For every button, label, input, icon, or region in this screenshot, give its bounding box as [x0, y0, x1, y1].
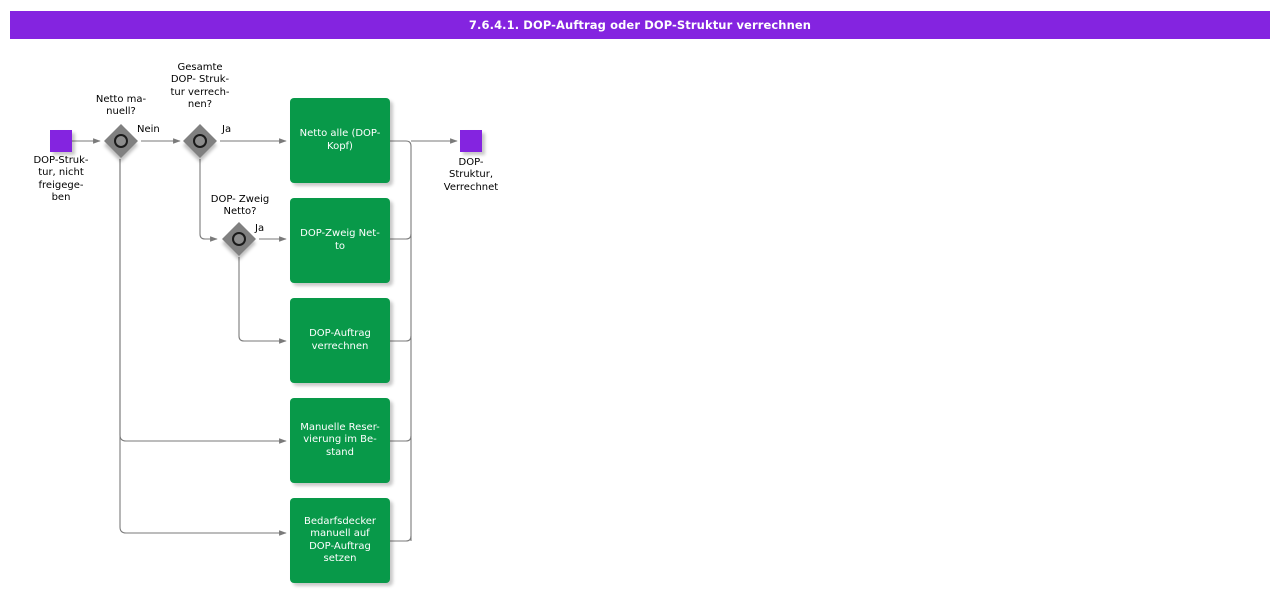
end-terminator[interactable]: [460, 130, 482, 152]
page-title: 7.6.4.1. DOP-Auftrag oder DOP-Struktur v…: [468, 18, 812, 32]
decision-dop-zweig-netto[interactable]: [222, 222, 256, 256]
decision-ring-icon: [114, 134, 128, 148]
decision-gesamte-dop-struktur[interactable]: [183, 124, 217, 158]
edge-zweig-nein-to-auftrag: [238, 257, 287, 344]
start-terminator-label: DOP-Struk- tur, nicht freigege- ben: [33, 155, 89, 204]
process-label: Manuelle Reser- vierung im Be- stand: [300, 421, 380, 458]
edge-auftrag-to-collector: [390, 335, 412, 342]
process-manuelle-reservierung[interactable]: Manuelle Reser- vierung im Be- stand: [290, 398, 390, 483]
process-bedarfsdecker-setzen[interactable]: Bedarfsdecker manuell auf DOP-Auftrag se…: [290, 498, 390, 583]
process-label: DOP-Zweig Net- to: [300, 228, 380, 252]
decision-ring-icon: [232, 232, 246, 246]
process-label: DOP-Auftrag verrechnen: [309, 328, 371, 352]
process-netto-alle-dop-kopf[interactable]: Netto alle (DOP- Kopf): [290, 98, 390, 183]
end-terminator-label: DOP- Struktur, Verrechnet: [443, 157, 499, 193]
edge-label-nein: Nein: [137, 124, 160, 135]
decision-netto-manuell-label: Netto ma- nuell?: [95, 94, 147, 118]
start-terminator[interactable]: [50, 130, 72, 152]
decision-gesamte-dop-struktur-label: Gesamte DOP- Struk- tur verrech- nen?: [170, 62, 230, 111]
process-label: Bedarfsdecker manuell auf DOP-Auftrag se…: [303, 515, 377, 564]
decision-ring-icon: [193, 134, 207, 148]
edge-zweig-netto-to-collector: [390, 233, 412, 240]
edge-bedarfsdecker-to-collector: [390, 535, 412, 542]
process-label: Netto alle (DOP- Kopf): [299, 128, 381, 152]
decision-dop-zweig-netto-label: DOP- Zweig Netto?: [210, 194, 270, 218]
process-dop-auftrag-verrechnen[interactable]: DOP-Auftrag verrechnen: [290, 298, 390, 383]
edge-reservierung-to-collector: [390, 435, 412, 442]
decision-netto-manuell[interactable]: [104, 124, 138, 158]
edge-label-ja-zweig: Ja: [255, 223, 265, 234]
page-title-bar: 7.6.4.1. DOP-Auftrag oder DOP-Struktur v…: [10, 11, 1270, 39]
edge-netto-alle-to-collector: [390, 140, 412, 541]
process-dop-zweig-netto[interactable]: DOP-Zweig Net- to: [290, 198, 390, 283]
edge-label-ja-gesamte: Ja: [222, 124, 232, 135]
